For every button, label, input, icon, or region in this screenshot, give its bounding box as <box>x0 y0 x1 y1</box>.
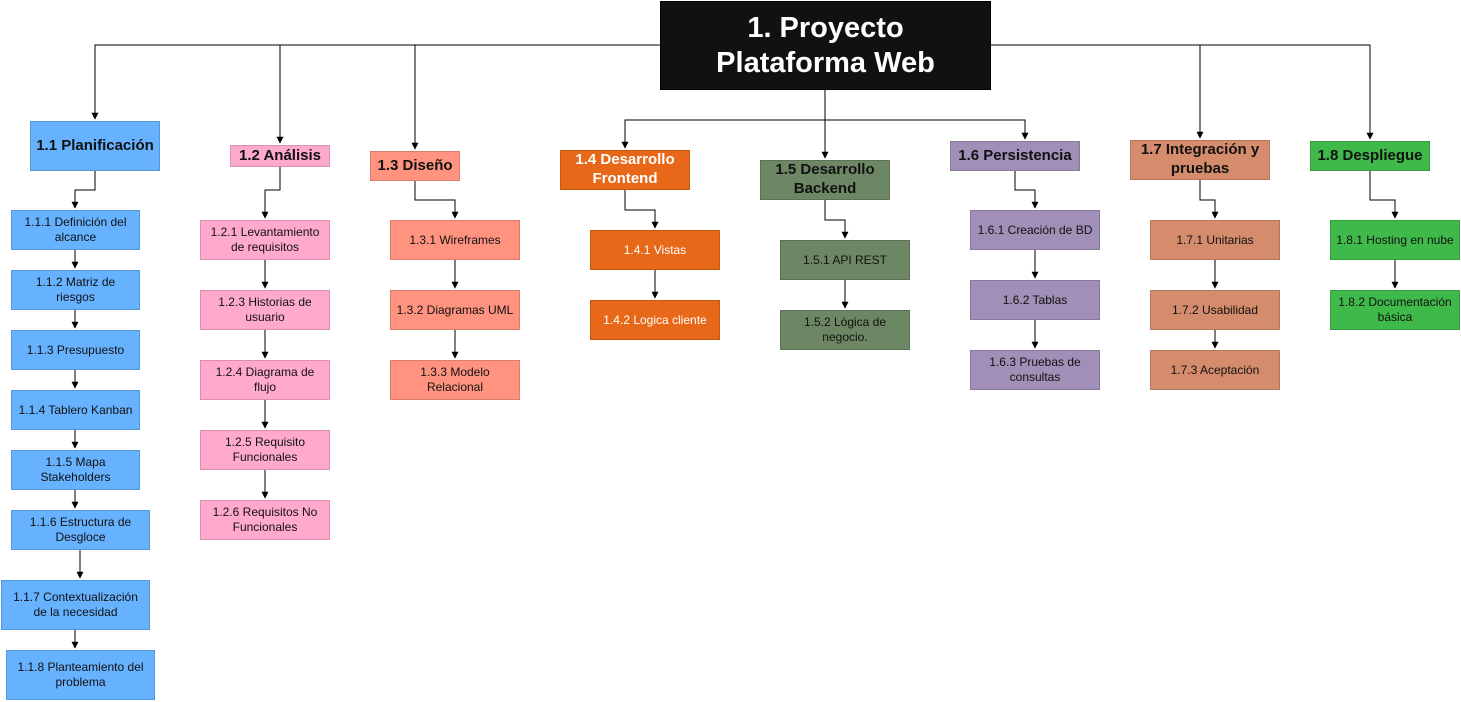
task-1-1-8[interactable]: 1.1.8 Planteamiento del problema <box>6 650 155 700</box>
task-1-3-3[interactable]: 1.3.3 Modelo Relacional <box>390 360 520 400</box>
branch-persistencia[interactable]: 1.6 Persistencia <box>950 141 1080 171</box>
branch-despliegue[interactable]: 1.8 Despliegue <box>1310 141 1430 171</box>
task-1-1-6[interactable]: 1.1.6 Estructura de Desgloce <box>11 510 150 550</box>
branch-frontend[interactable]: 1.4 Desarrollo Frontend <box>560 150 690 190</box>
edge-root-integracion <box>991 44 1204 139</box>
task-1-4-1[interactable]: 1.4.1 Vistas <box>590 230 720 270</box>
branch-label: 1.6 Persistencia <box>958 146 1072 164</box>
task-1-3-1[interactable]: 1.3.1 Wireframes <box>390 220 520 260</box>
branch-label: 1.1 Planificación <box>36 136 154 154</box>
edge-1-1 <box>71 171 96 209</box>
task-label: 1.3.2 Diagramas UML <box>396 302 514 317</box>
branch-planificacion[interactable]: 1.1 Planificación <box>30 121 160 171</box>
edge-1-5 <box>824 200 849 239</box>
branch-label: 1.4 Desarrollo Frontend <box>575 151 675 187</box>
task-label: 1.1.7 Contextualización de la necesidad <box>13 590 138 619</box>
task-label: 1.2.3 Historias de usuario <box>218 295 312 324</box>
task-1-1-7[interactable]: 1.1.7 Contextualización de la necesidad <box>1 580 150 630</box>
edge-1-2 <box>261 167 281 219</box>
edge-1-6 <box>1014 171 1039 209</box>
task-1-8-2[interactable]: 1.8.2 Documentación básica <box>1330 290 1460 330</box>
task-1-1-4[interactable]: 1.1.4 Tablero Kanban <box>11 390 140 430</box>
branch-diseno[interactable]: 1.3 Diseño <box>370 151 460 181</box>
task-label: 1.1.8 Planteamiento del problema <box>17 660 144 689</box>
task-label: 1.2.5 Requisito Funcionales <box>224 435 306 464</box>
task-label: 1.4.1 Vistas <box>623 242 687 257</box>
task-label: 1.1.5 Mapa Stakeholders <box>40 455 111 484</box>
branch-label: 1.2 Análisis <box>239 146 321 164</box>
task-1-1-5[interactable]: 1.1.5 Mapa Stakeholders <box>11 450 140 490</box>
task-1-2-6[interactable]: 1.2.6 Requisitos No Funcionales <box>200 500 330 540</box>
task-label: 1.6.3 Pruebas de consultas <box>989 355 1081 384</box>
branch-label: 1.7 Integración y pruebas <box>1140 141 1260 177</box>
edge-1-8 <box>1369 171 1399 219</box>
task-label: 1.1.3 Presupuesto <box>26 342 125 357</box>
task-label: 1.6.2 Tablas <box>1002 292 1068 307</box>
branch-label: 1.3 Diseño <box>377 156 453 174</box>
task-1-1-2[interactable]: 1.1.2 Matriz de riesgos <box>11 270 140 310</box>
task-1-7-2[interactable]: 1.7.2 Usabilidad <box>1150 290 1280 330</box>
task-1-6-3[interactable]: 1.6.3 Pruebas de consultas <box>970 350 1100 390</box>
root-title: 1. Proyecto Plataforma Web <box>716 11 935 79</box>
edge-1-7 <box>1199 180 1219 219</box>
edge-root-analisis <box>276 44 660 144</box>
task-label: 1.7.1 Unitarias <box>1176 232 1254 247</box>
task-1-6-1[interactable]: 1.6.1 Creación de BD <box>970 210 1100 250</box>
edge-root-frontend <box>621 90 826 149</box>
task-1-2-5[interactable]: 1.2.5 Requisito Funcionales <box>200 430 330 470</box>
task-1-5-2[interactable]: 1.5.2 Lógica de negocio. <box>780 310 910 350</box>
task-label: 1.8.2 Documentación básica <box>1338 295 1452 324</box>
task-label: 1.5.2 Lógica de negocio. <box>803 315 887 344</box>
task-1-7-3[interactable]: 1.7.3 Aceptación <box>1150 350 1280 390</box>
edge-root-planificacion <box>91 44 660 120</box>
task-label: 1.7.3 Aceptación <box>1170 362 1260 377</box>
task-label: 1.2.1 Levantamiento de requisitos <box>210 225 320 254</box>
branch-label: 1.5 Desarrollo Backend <box>775 161 875 197</box>
edge-root-diseno <box>411 44 660 150</box>
edge-root-despliegue <box>991 44 1374 140</box>
task-label: 1.5.1 API REST <box>802 252 888 267</box>
task-1-5-1[interactable]: 1.5.1 API REST <box>780 240 910 280</box>
edge-1-4 <box>624 190 659 229</box>
root-node[interactable]: 1. Proyecto Plataforma Web <box>660 1 991 90</box>
task-label: 1.8.1 Hosting en nube <box>1336 232 1454 247</box>
task-label: 1.6.1 Creación de BD <box>977 222 1093 237</box>
task-1-3-2[interactable]: 1.3.2 Diagramas UML <box>390 290 520 330</box>
task-1-6-2[interactable]: 1.6.2 Tablas <box>970 280 1100 320</box>
edge-1-3 <box>414 181 459 219</box>
task-label: 1.2.6 Requisitos No Funcionales <box>212 505 318 534</box>
task-1-8-1[interactable]: 1.8.1 Hosting en nube <box>1330 220 1460 260</box>
task-1-1-3[interactable]: 1.1.3 Presupuesto <box>11 330 140 370</box>
task-label: 1.3.1 Wireframes <box>409 232 501 247</box>
task-label: 1.3.3 Modelo Relacional <box>420 365 490 394</box>
branch-analisis[interactable]: 1.2 Análisis <box>230 145 330 167</box>
task-label: 1.4.2 Logica cliente <box>603 312 707 327</box>
branch-backend[interactable]: 1.5 Desarrollo Backend <box>760 160 890 200</box>
task-1-2-1[interactable]: 1.2.1 Levantamiento de requisitos <box>200 220 330 260</box>
task-1-1-1[interactable]: 1.1.1 Definición del alcance <box>11 210 140 250</box>
task-label: 1.1.6 Estructura de Desgloce <box>29 515 132 544</box>
task-1-7-1[interactable]: 1.7.1 Unitarias <box>1150 220 1280 260</box>
branch-integracion[interactable]: 1.7 Integración y pruebas <box>1130 140 1270 180</box>
task-1-4-2[interactable]: 1.4.2 Logica cliente <box>590 300 720 340</box>
task-label: 1.7.2 Usabilidad <box>1171 302 1259 317</box>
task-label: 1.2.4 Diagrama de flujo <box>215 365 315 394</box>
task-label: 1.1.1 Definición del alcance <box>24 215 127 244</box>
branch-label: 1.8 Despliegue <box>1317 146 1423 164</box>
edge-root-persistencia <box>825 119 1029 140</box>
task-label: 1.1.4 Tablero Kanban <box>18 402 133 417</box>
task-1-2-4[interactable]: 1.2.4 Diagrama de flujo <box>200 360 330 400</box>
task-1-2-3[interactable]: 1.2.3 Historias de usuario <box>200 290 330 330</box>
task-label: 1.1.2 Matriz de riesgos <box>35 275 116 304</box>
